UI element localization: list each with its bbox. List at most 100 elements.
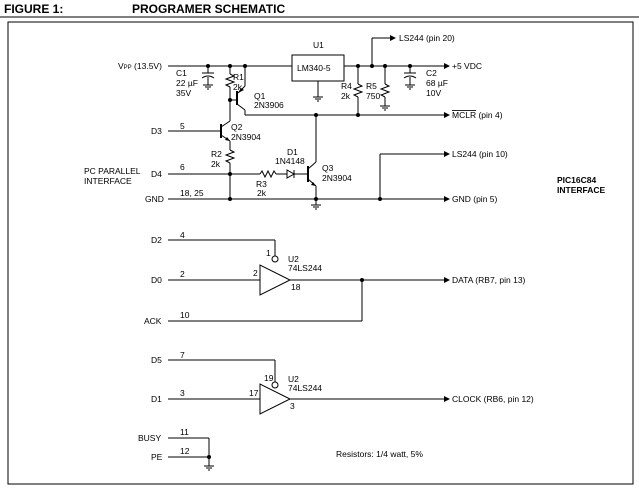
d2-pin: 4 <box>180 230 185 240</box>
r1-value: 2k <box>233 82 243 92</box>
ack-pin: 10 <box>180 310 190 320</box>
arrow-ls244-20 <box>390 35 396 41</box>
figure-title: PROGRAMER SCHEMATIC <box>132 2 285 16</box>
u2a-part: 74LS244 <box>288 263 322 273</box>
gnd-pin: 18, 25 <box>180 188 204 198</box>
u2a-ref: U2 <box>288 254 299 264</box>
q2-ref: Q2 <box>231 122 243 132</box>
d1-label: D1 <box>151 394 162 404</box>
arrow-mclr <box>444 112 450 118</box>
pc-interface-line2: INTERFACE <box>84 176 132 186</box>
r5-ref: R5 <box>366 81 377 91</box>
ground-symbol <box>313 96 323 102</box>
pe-pin: 12 <box>180 446 190 456</box>
q1-part: 2N3906 <box>254 100 284 110</box>
r3-ref: R3 <box>256 179 267 189</box>
plus5-label: +5 VDC <box>452 61 482 71</box>
c1-voltage: 35V <box>176 88 191 98</box>
d1-part: 1N4148 <box>275 156 305 166</box>
mclr-label: MCLR (pin 4) <box>452 110 503 120</box>
d4-label: D4 <box>151 169 162 179</box>
resistor-r2 <box>224 145 236 174</box>
diode-d1 <box>286 169 296 179</box>
busy-pin: 11 <box>180 427 189 437</box>
figure-frame <box>7 21 634 485</box>
clock-label: CLOCK (RB6, pin 12) <box>452 394 534 404</box>
ls244-pin10-label: LS244 (pin 10) <box>452 149 508 159</box>
c2-ref: C2 <box>426 68 437 78</box>
arrow-5v <box>444 63 450 69</box>
capacitor-c2 <box>403 66 417 90</box>
junction-dot <box>378 197 382 201</box>
c2-value: 68 µF <box>426 78 448 88</box>
u1-part: LM340-5 <box>297 63 331 73</box>
u2b-oe-bubble <box>271 381 279 389</box>
d2-label: D2 <box>151 235 162 245</box>
transistor-q1 <box>230 66 246 115</box>
r5-value: 750 <box>366 91 380 101</box>
ground-symbol <box>204 465 214 471</box>
junction-dot <box>356 113 360 117</box>
u2b-in-pin: 17 <box>249 388 259 398</box>
d4-pin: 6 <box>180 162 185 172</box>
pic-interface-line2: INTERFACE <box>557 185 606 195</box>
arrow-data <box>444 277 450 283</box>
r4-ref: R4 <box>341 81 352 91</box>
u1-ref: U1 <box>313 40 324 50</box>
r2-value: 2k <box>211 159 221 169</box>
u2b-ref: U2 <box>288 374 299 384</box>
transistor-q3 <box>307 115 317 205</box>
resistor-r4 <box>352 66 364 115</box>
junction-dot <box>314 197 318 201</box>
u2b-out-pin: 3 <box>290 401 295 411</box>
r2-ref: R2 <box>211 149 222 159</box>
resistor-r5 <box>379 66 391 111</box>
arrow-ls244-10 <box>444 151 450 157</box>
transistor-q2 <box>220 100 231 145</box>
pc-interface-line1: PC PARALLEL <box>84 166 141 176</box>
u2a-in-pin: 2 <box>253 268 258 278</box>
d1-ref: D1 <box>287 147 298 157</box>
figure-label: FIGURE 1: <box>4 2 63 16</box>
r4-value: 2k <box>341 91 351 101</box>
data-label: DATA (RB7, pin 13) <box>452 275 526 285</box>
d1-pin: 3 <box>180 388 185 398</box>
busy-label: BUSY <box>138 433 161 443</box>
d0-pin: 2 <box>180 269 185 279</box>
arrow-clock <box>444 396 450 402</box>
r1-ref: R1 <box>233 72 244 82</box>
gnd-pin5-label: GND (pin 5) <box>452 194 498 204</box>
u2a-oe-bubble <box>271 255 279 263</box>
d3-pin: 5 <box>180 121 185 131</box>
q3-part: 2N3904 <box>322 173 352 183</box>
buffer-u2b <box>259 383 292 415</box>
ack-label: ACK <box>144 316 162 326</box>
u2a-out-pin: 18 <box>291 282 301 292</box>
c1-ref: C1 <box>176 68 187 78</box>
r3-value: 2k <box>257 188 267 198</box>
pic-interface-line1: PIC16C84 <box>557 175 596 185</box>
u2a-oe-pin: 1 <box>266 248 271 258</box>
vpp-label: VPP (13.5V) <box>118 61 162 71</box>
arrow-gnd <box>444 196 450 202</box>
c2-voltage: 10V <box>426 88 441 98</box>
q3-ref: Q3 <box>322 163 334 173</box>
buffer-u2a <box>259 264 292 296</box>
d5-pin: 7 <box>180 350 185 360</box>
d0-label: D0 <box>151 275 162 285</box>
d3-label: D3 <box>151 126 162 136</box>
ls244-pin20-label: LS244 (pin 20) <box>399 33 455 43</box>
junction-dot <box>207 455 211 459</box>
resistor-r1 <box>224 66 236 100</box>
resistor-note: Resistors: 1/4 watt, 5% <box>336 449 423 459</box>
q2-part: 2N3904 <box>231 132 261 142</box>
u2b-part: 74LS244 <box>288 383 322 393</box>
gnd-label: GND <box>145 194 164 204</box>
capacitor-c1 <box>201 66 215 90</box>
u2b-oe-pin: 19 <box>264 373 274 383</box>
resistor-r3 <box>259 169 277 179</box>
q1-ref: Q1 <box>254 91 266 101</box>
c1-value: 22 µF <box>176 78 198 88</box>
pe-label: PE <box>151 452 163 462</box>
